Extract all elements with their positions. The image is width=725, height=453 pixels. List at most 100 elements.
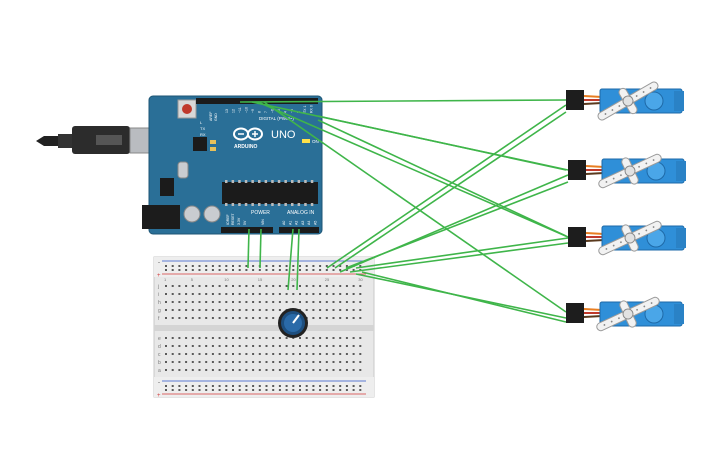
breadboard-hole[interactable] bbox=[198, 285, 201, 287]
breadboard-hole[interactable] bbox=[312, 309, 315, 311]
breadboard-hole[interactable] bbox=[292, 385, 295, 387]
breadboard-hole[interactable] bbox=[278, 285, 281, 287]
breadboard-hole[interactable] bbox=[272, 309, 275, 311]
breadboard-hole[interactable] bbox=[232, 345, 234, 347]
breadboard-hole[interactable] bbox=[178, 293, 181, 295]
breadboard-hole[interactable] bbox=[265, 337, 268, 339]
breadboard-hole[interactable] bbox=[205, 389, 208, 391]
breadboard-hole[interactable] bbox=[238, 369, 241, 371]
breadboard-hole[interactable] bbox=[305, 301, 308, 303]
breadboard-hole[interactable] bbox=[319, 265, 322, 267]
breadboard-hole[interactable] bbox=[339, 361, 342, 363]
breadboard-hole[interactable] bbox=[299, 293, 301, 295]
breadboard-hole[interactable] bbox=[305, 293, 308, 295]
breadboard-hole[interactable] bbox=[332, 385, 335, 387]
breadboard-hole[interactable] bbox=[238, 361, 241, 363]
servo-motor[interactable] bbox=[568, 211, 686, 265]
breadboard-hole[interactable] bbox=[185, 361, 188, 363]
breadboard-hole[interactable] bbox=[225, 337, 228, 339]
breadboard-hole[interactable] bbox=[218, 385, 221, 387]
breadboard-hole[interactable] bbox=[325, 269, 328, 271]
wire[interactable] bbox=[263, 101, 567, 313]
wire[interactable] bbox=[361, 271, 567, 323]
breadboard-hole[interactable] bbox=[198, 309, 201, 311]
breadboard-hole[interactable] bbox=[352, 369, 355, 371]
breadboard-hole[interactable] bbox=[305, 269, 308, 271]
breadboard-hole[interactable] bbox=[339, 265, 342, 267]
breadboard-hole[interactable] bbox=[185, 293, 188, 295]
breadboard-hole[interactable] bbox=[205, 317, 208, 319]
breadboard-hole[interactable] bbox=[252, 369, 255, 371]
breadboard-hole[interactable] bbox=[238, 269, 241, 271]
breadboard-hole[interactable] bbox=[285, 285, 288, 287]
breadboard-hole[interactable] bbox=[205, 301, 208, 303]
breadboard-hole[interactable] bbox=[285, 293, 288, 295]
breadboard-hole[interactable] bbox=[205, 361, 208, 363]
breadboard-hole[interactable] bbox=[171, 389, 174, 391]
breadboard-hole[interactable] bbox=[211, 269, 214, 271]
breadboard-hole[interactable] bbox=[252, 301, 255, 303]
breadboard-hole[interactable] bbox=[191, 301, 194, 303]
breadboard-hole[interactable] bbox=[278, 269, 281, 271]
breadboard-hole[interactable] bbox=[352, 353, 355, 355]
breadboard-hole[interactable] bbox=[171, 285, 174, 287]
breadboard-hole[interactable] bbox=[312, 269, 315, 271]
breadboard-hole[interactable] bbox=[211, 301, 214, 303]
breadboard-hole[interactable] bbox=[252, 309, 255, 311]
breadboard-hole[interactable] bbox=[171, 301, 174, 303]
breadboard-hole[interactable] bbox=[205, 285, 208, 287]
breadboard-hole[interactable] bbox=[171, 269, 174, 271]
breadboard-hole[interactable] bbox=[218, 389, 221, 391]
breadboard-hole[interactable] bbox=[312, 369, 315, 371]
breadboard-hole[interactable] bbox=[238, 285, 241, 287]
breadboard-hole[interactable] bbox=[292, 265, 295, 267]
servo-motor[interactable] bbox=[568, 144, 686, 198]
breadboard-hole[interactable] bbox=[359, 337, 362, 339]
breadboard-hole[interactable] bbox=[332, 301, 335, 303]
breadboard-hole[interactable] bbox=[185, 337, 188, 339]
breadboard-hole[interactable] bbox=[319, 361, 322, 363]
breadboard-hole[interactable] bbox=[165, 301, 167, 303]
breadboard-hole[interactable] bbox=[218, 353, 221, 355]
breadboard-hole[interactable] bbox=[245, 309, 248, 311]
servo-horn[interactable] bbox=[592, 72, 665, 130]
breadboard-hole[interactable] bbox=[292, 369, 295, 371]
breadboard-hole[interactable] bbox=[258, 317, 261, 319]
breadboard-hole[interactable] bbox=[185, 353, 188, 355]
breadboard-hole[interactable] bbox=[232, 265, 234, 267]
breadboard-hole[interactable] bbox=[325, 337, 328, 339]
breadboard-hole[interactable] bbox=[225, 317, 228, 319]
reset-button-cap[interactable] bbox=[182, 104, 192, 114]
breadboard-hole[interactable] bbox=[332, 369, 335, 371]
breadboard-hole[interactable] bbox=[339, 353, 342, 355]
breadboard-hole[interactable] bbox=[205, 369, 208, 371]
breadboard-hole[interactable] bbox=[265, 361, 268, 363]
breadboard-hole[interactable] bbox=[225, 361, 228, 363]
breadboard-hole[interactable] bbox=[225, 309, 228, 311]
breadboard-hole[interactable] bbox=[245, 285, 248, 287]
breadboard-hole[interactable] bbox=[359, 345, 362, 347]
breadboard-hole[interactable] bbox=[211, 309, 214, 311]
breadboard-hole[interactable] bbox=[171, 309, 174, 311]
breadboard-hole[interactable] bbox=[171, 337, 174, 339]
breadboard-hole[interactable] bbox=[238, 309, 241, 311]
breadboard-hole[interactable] bbox=[352, 337, 355, 339]
breadboard-hole[interactable] bbox=[319, 389, 322, 391]
breadboard-hole[interactable] bbox=[272, 389, 275, 391]
breadboard-hole[interactable] bbox=[265, 385, 268, 387]
breadboard-hole[interactable] bbox=[272, 369, 275, 371]
breadboard-hole[interactable] bbox=[359, 369, 362, 371]
breadboard-hole[interactable] bbox=[225, 293, 228, 295]
breadboard-hole[interactable] bbox=[185, 269, 188, 271]
breadboard-hole[interactable] bbox=[319, 345, 322, 347]
breadboard-hole[interactable] bbox=[185, 309, 188, 311]
breadboard-hole[interactable] bbox=[285, 337, 288, 339]
servo-connector[interactable] bbox=[566, 303, 584, 323]
breadboard-hole[interactable] bbox=[312, 265, 315, 267]
breadboard-hole[interactable] bbox=[191, 361, 194, 363]
breadboard-hole[interactable] bbox=[339, 389, 342, 391]
breadboard-hole[interactable] bbox=[238, 345, 241, 347]
potentiometer[interactable] bbox=[278, 308, 308, 338]
breadboard-hole[interactable] bbox=[345, 385, 348, 387]
breadboard-hole[interactable] bbox=[258, 293, 261, 295]
